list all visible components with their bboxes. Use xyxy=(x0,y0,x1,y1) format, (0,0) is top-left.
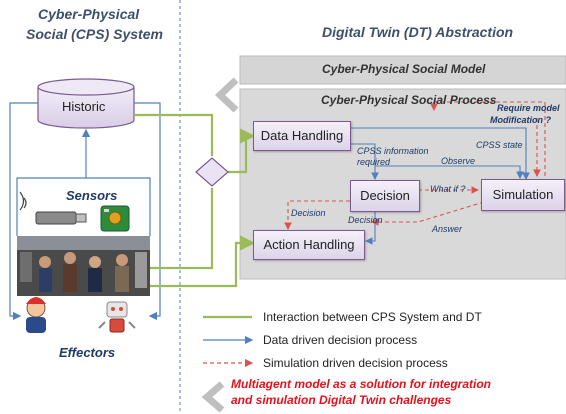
historic-cylinder xyxy=(37,78,135,129)
observe-label: Observe xyxy=(441,156,476,166)
sensors-label: Sensors xyxy=(66,188,118,203)
legend-data-label: Data driven decision process xyxy=(263,333,418,347)
legend-simulation-label: Simulation driven decision process xyxy=(263,356,448,370)
cpss-state-label: CPSS state xyxy=(476,140,523,150)
model-container xyxy=(239,55,566,85)
answer-label: Answer xyxy=(432,224,463,234)
what-if-label: What if ? xyxy=(430,184,466,194)
left-connector-lines xyxy=(9,102,161,321)
factory-photo xyxy=(17,236,150,296)
note-chevron xyxy=(201,381,225,413)
cps-title-line2: Social (CPS) System xyxy=(26,26,163,42)
cpss-info-label-line2: required xyxy=(357,157,391,167)
model-chevron xyxy=(214,77,239,113)
effectors-label: Effectors xyxy=(59,345,116,360)
action-handling-box: Action Handling xyxy=(253,230,365,260)
dt-title: Digital Twin (DT) Abstraction xyxy=(322,24,514,40)
usb-sensor-icon xyxy=(19,191,87,225)
decision-diamond xyxy=(195,157,229,187)
decision-left-label: Decision xyxy=(291,208,326,218)
require-model-line2: Modification ? xyxy=(490,115,551,125)
chip-sensor-icon xyxy=(100,205,130,232)
require-model-line1: Require model xyxy=(497,103,560,113)
simulation-box: Simulation xyxy=(481,179,565,211)
cpss-info-label-line1: CPSS information xyxy=(357,146,429,156)
worker-effector-icon xyxy=(26,297,46,333)
cps-title-line1: Cyber-Physical xyxy=(38,6,140,22)
interaction-lines xyxy=(134,113,256,288)
robot-effector-icon xyxy=(98,301,136,333)
simulation-flow-arrows xyxy=(284,101,546,231)
process-title: Cyber-Physical Social Process xyxy=(321,93,497,107)
decision-bottom-label: Decision xyxy=(348,215,383,225)
historic-label: Historic xyxy=(62,99,106,114)
note-line1: Multiagent model as a solution for integ… xyxy=(231,377,492,391)
data-handling-box: Data Handling xyxy=(253,121,351,151)
note-line2: and simulation Digital Twin challenges xyxy=(231,393,452,407)
model-title: Cyber-Physical Social Model xyxy=(322,62,486,76)
decision-box: Decision xyxy=(350,180,420,212)
legend-interaction-label: Interaction between CPS System and DT xyxy=(263,310,482,324)
